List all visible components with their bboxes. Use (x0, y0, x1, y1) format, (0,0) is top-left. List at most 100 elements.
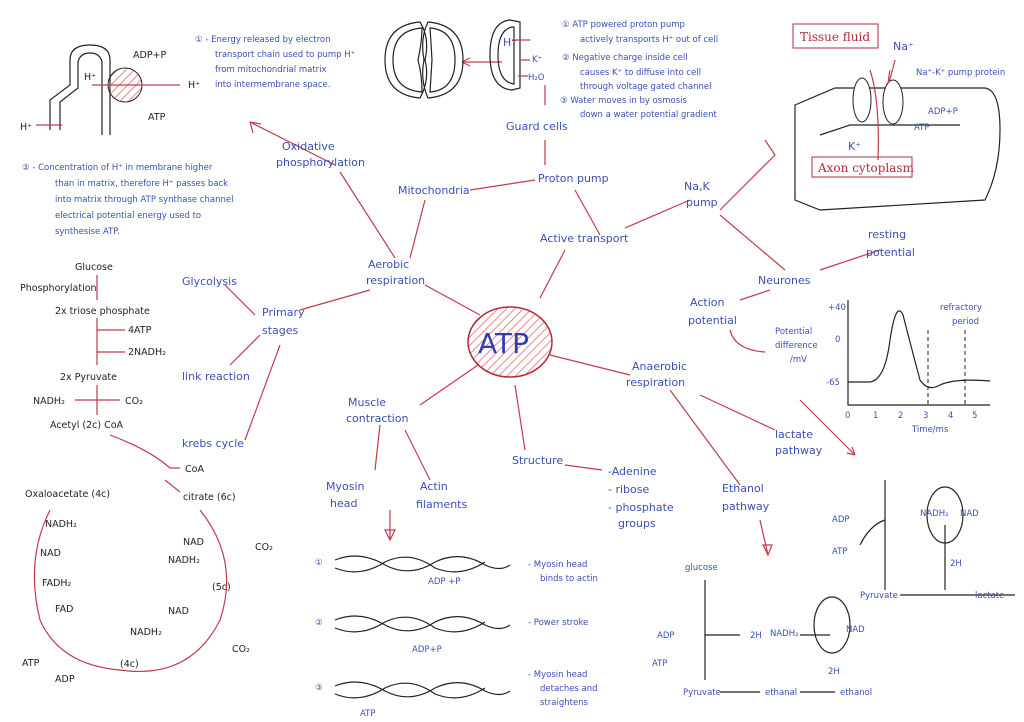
note-line: synthesise ATP. (55, 227, 120, 237)
atp-label: ATP (652, 659, 667, 669)
axon-cytoplasm-label: Axon cytoplasm (817, 161, 915, 175)
adp-label: ADP (55, 674, 75, 685)
action-label-2: potential (688, 314, 737, 327)
ethanol-label: ethanol (840, 688, 872, 698)
k-label: K⁺ (848, 140, 861, 153)
citrate-label: citrate (6c) (183, 492, 236, 503)
tissue-fluid-label: Tissue fluid (800, 30, 870, 44)
x-tick: 4 (948, 411, 953, 421)
ethanol-diagram: glucose ADP ATP 2H NADH₂ NAD 2H Pyruvate… (652, 563, 872, 698)
pyruvate-label: 2x Pyruvate (60, 372, 117, 383)
muscle-label-2: contraction (346, 412, 408, 425)
co2-label: CO₂ (255, 542, 273, 553)
proton-pump-label: Proton pump (538, 172, 609, 185)
step-label: ADP+P (412, 645, 442, 655)
y-label: Potential (775, 327, 812, 337)
note-line: than in matrix, therefore H⁺ passes back (55, 179, 228, 189)
step-number: ① (315, 558, 323, 568)
step-text: detaches and (540, 684, 598, 694)
refractory-label: refractory (940, 303, 982, 313)
oxidative-note-1: ① - Energy released by electron transpor… (195, 35, 355, 90)
mitochondria-label: Mitochondria (398, 184, 470, 197)
step-text: straightens (540, 698, 589, 708)
pyruvate-label: Pyruvate (683, 688, 721, 698)
triose-label: 2x triose phosphate (55, 306, 150, 317)
muscle-label: Muscle (348, 396, 386, 409)
step-text: - Myosin head (528, 670, 587, 680)
glucose-label: Glucose (75, 262, 113, 273)
muscle-steps: ① - Myosin head binds to actin ADP +P ② … (315, 555, 598, 719)
myosin-label: Myosin (326, 480, 365, 493)
nadh2-label: 2NADH₂ (128, 347, 166, 358)
note-line: ① ATP powered proton pump (562, 20, 685, 30)
c4-label: (4c) (120, 659, 139, 670)
krebs-label: krebs cycle (182, 437, 244, 450)
anaerobic-label: Anaerobic (632, 360, 687, 373)
ethanal-label: ethanal (765, 688, 797, 698)
nadh-label: NADH₂ (168, 555, 200, 566)
nad-label: NAD (960, 509, 979, 519)
structure-item: - phosphate (608, 501, 674, 514)
x-tick: 5 (972, 411, 977, 421)
anaerobic-label-2: respiration (626, 376, 685, 389)
y-label: difference (775, 341, 818, 351)
note-line: ③ Water moves in by osmosis (560, 96, 687, 106)
glucose-label: glucose (685, 563, 718, 573)
glycolysis-pathway: Glucose Phosphorylation 2x triose phosph… (20, 262, 166, 431)
lactate-label: lactate (975, 591, 1004, 601)
atp-label: ATP (832, 547, 847, 557)
nak-pump-label-2: pump (686, 196, 718, 209)
structure-item: - ribose (608, 483, 649, 496)
step-label: ATP (360, 709, 375, 719)
nad-label: NAD (40, 548, 61, 559)
note-line: into intermembrane space. (215, 80, 331, 90)
note-line: ② - Concentration of H⁺ in membrane high… (22, 163, 213, 173)
primary-label: Primary (262, 306, 305, 319)
guard-cell-note: ① ATP powered proton pump actively trans… (560, 20, 718, 120)
active-transport-label: Active transport (540, 232, 629, 245)
fad-label: FAD (55, 604, 73, 615)
actin-label: Actin (420, 480, 448, 493)
y-tick: -65 (826, 378, 840, 388)
2h-label: 2H (750, 631, 762, 641)
action-potential-graph: +40 0 -65 0 1 2 3 4 5 Time/ms Potential … (775, 300, 991, 435)
note-line: ② Negative charge inside cell (562, 53, 688, 63)
link-reaction-label: link reaction (182, 370, 250, 383)
pump-protein-label: Na⁺-K⁺ pump protein (916, 68, 1005, 78)
k-ion-label: K⁺ (532, 55, 542, 65)
atp-label: ATP (148, 112, 166, 123)
myosin-label-2: head (330, 497, 357, 510)
adp-label: ADP+P (133, 50, 167, 61)
nak-pump-label: Na,K (684, 180, 710, 193)
note-line: causes K⁺ to diffuse into cell (580, 68, 701, 78)
branch-labels: Aerobic respiration Mitochondria Oxidati… (182, 120, 915, 530)
atp-label: ATP (914, 123, 929, 133)
nadh2-label: NADH₂ (770, 629, 799, 639)
note-line: into matrix through ATP synthase channel (55, 195, 233, 205)
note-line: through voltage gated channel (580, 82, 711, 92)
h-ion-label: H⁺ (503, 36, 517, 49)
nad-label: NAD (183, 537, 204, 548)
na-label: Na⁺ (893, 40, 914, 53)
note-line: ① - Energy released by electron (195, 35, 331, 45)
water-label: H₂O (528, 73, 545, 83)
primary-label-2: stages (262, 324, 299, 337)
coa-label: CoA (185, 464, 204, 475)
ethanol-pathway-label: Ethanol (722, 482, 764, 495)
h-label: H⁺ (188, 80, 200, 91)
step-number: ③ (315, 683, 323, 693)
action-label: Action (690, 296, 724, 309)
x-tick: 2 (898, 411, 903, 421)
atp-center-label: ATP (478, 327, 529, 360)
note-line: actively transports H⁺ out of cell (580, 35, 718, 45)
aerobic-label: Aerobic (368, 258, 409, 271)
c5-label: (5c) (212, 582, 231, 593)
x-tick: 1 (873, 411, 878, 421)
branch-lines (224, 57, 881, 557)
phosphorylation-label: Phosphorylation (20, 283, 97, 294)
phosphorylation-label: phosphorylation (276, 156, 365, 169)
structure-item: -Adenine (608, 465, 657, 478)
refractory-label: period (952, 317, 979, 327)
lactate-pathway-label-2: pathway (775, 444, 823, 457)
